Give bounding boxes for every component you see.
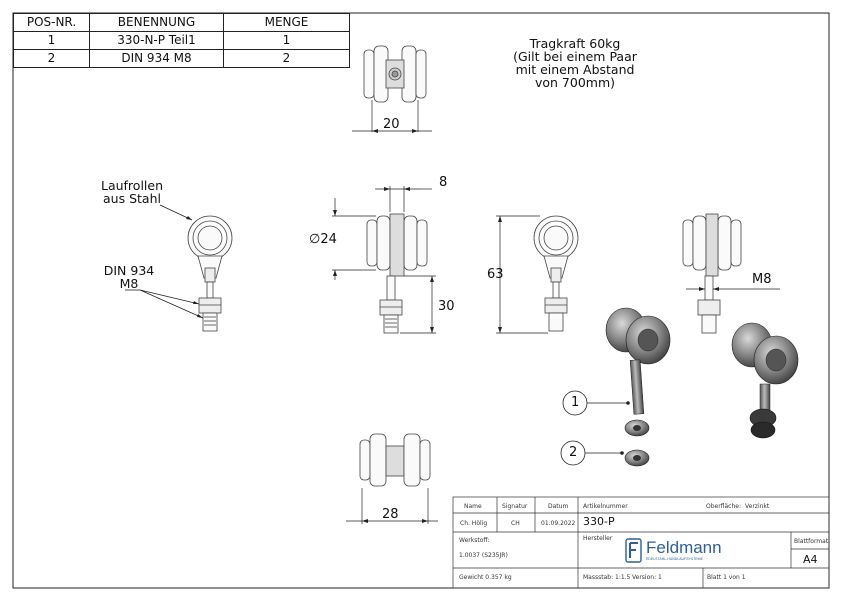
cell-quantity: 1 xyxy=(223,31,350,50)
front-view-center xyxy=(533,215,579,332)
dim-total-height: 63 xyxy=(487,267,504,282)
note-line: Tragkraft 60kg xyxy=(529,36,621,51)
title-block-grid xyxy=(452,496,830,589)
table-row: 1 330-N-P Teil1 1 xyxy=(13,31,350,50)
dim-top-width: 20 xyxy=(383,117,400,132)
cell-pos: 2 xyxy=(13,49,90,68)
cell-designation: 330-N-P Teil1 xyxy=(89,31,224,50)
dim-wheel-diameter: ∅24 xyxy=(309,232,337,247)
dim-bolt-length: 30 xyxy=(438,299,455,314)
tb-signature: CH xyxy=(511,520,520,527)
callout-text: aus Stahl xyxy=(103,191,161,206)
isometric-exploded-view xyxy=(605,307,799,467)
tb-name: Ch. Hölig xyxy=(460,520,488,527)
tb-article-header: Artikelnummer xyxy=(583,503,628,510)
cell-designation: DIN 934 M8 xyxy=(89,49,224,68)
cell-pos: 1 xyxy=(13,31,90,50)
parts-list-table: POS-NR. BENENNUNG MENGE 1 330-N-P Teil1 … xyxy=(13,13,350,68)
note-line: mit einem Abstand xyxy=(515,62,635,77)
tb-scale: Massstab: 1:1.5 xyxy=(583,574,631,581)
tb-name-header: Name xyxy=(464,503,482,510)
sheet-border xyxy=(12,12,830,589)
header-pos: POS-NR. xyxy=(13,13,90,32)
front-view-left xyxy=(187,215,233,332)
tb-material-header: Werkstoff: xyxy=(459,537,490,544)
tb-surface: Verzinkt xyxy=(745,503,770,510)
feldmann-logo xyxy=(625,538,642,563)
load-capacity-note: Tragkraft 60kg (Gilt bei einem Paar mit … xyxy=(500,37,650,89)
tb-manufacturer-header: Hersteller xyxy=(583,535,613,542)
callout-text: Laufrollen xyxy=(100,178,164,193)
balloon-2: 2 xyxy=(569,445,578,460)
side-view-right xyxy=(682,213,742,334)
bottom-view xyxy=(346,433,438,524)
dim-bottom-width: 28 xyxy=(382,507,399,522)
callout-leaders xyxy=(125,204,204,319)
callout-text: DIN 934 xyxy=(103,263,155,278)
cell-quantity: 2 xyxy=(223,49,350,68)
side-view xyxy=(366,213,428,334)
note-line: (Gilt bei einem Paar xyxy=(513,49,637,64)
rollers-callout: Laufrollen aus Stahl xyxy=(96,179,168,205)
tb-format: A4 xyxy=(803,553,818,566)
tb-surface-header: Oberfläche: xyxy=(706,503,741,510)
callout-text: M8 xyxy=(119,276,139,291)
height-dim xyxy=(496,215,548,334)
tb-article-number: 330-P xyxy=(583,515,615,528)
tb-format-header: Blattformat xyxy=(794,538,829,545)
header-designation: BENENNUNG xyxy=(89,13,224,32)
balloon-leaders xyxy=(560,390,628,466)
note-line: von 700mm) xyxy=(534,75,616,90)
table-header-row: POS-NR. BENENNUNG MENGE xyxy=(13,13,350,32)
dim-bracket-width: 8 xyxy=(439,175,448,190)
tb-weight: Gewicht 0.357 kg xyxy=(459,574,512,581)
tb-signature-header: Signatur xyxy=(502,503,528,510)
dim-thread: M8 xyxy=(752,272,772,287)
nut-callout: DIN 934 M8 xyxy=(96,264,162,290)
balloon-1: 1 xyxy=(571,395,580,410)
tb-material: 1.0037 (S235JR) xyxy=(459,552,508,559)
tb-date-header: Datum xyxy=(548,503,569,510)
tb-version: Version: 1 xyxy=(632,574,662,581)
tb-date: 01.09.2022 xyxy=(541,520,576,527)
tb-sheet: Blatt 1 von 1 xyxy=(707,574,746,581)
header-quantity: MENGE xyxy=(223,13,350,32)
top-view xyxy=(352,45,432,133)
brand-name: Feldmann xyxy=(646,538,722,557)
brand-tagline: EDELSTAHL-HANDLAUFSYSTEME xyxy=(646,557,703,561)
table-row: 2 DIN 934 M8 2 xyxy=(13,49,350,68)
